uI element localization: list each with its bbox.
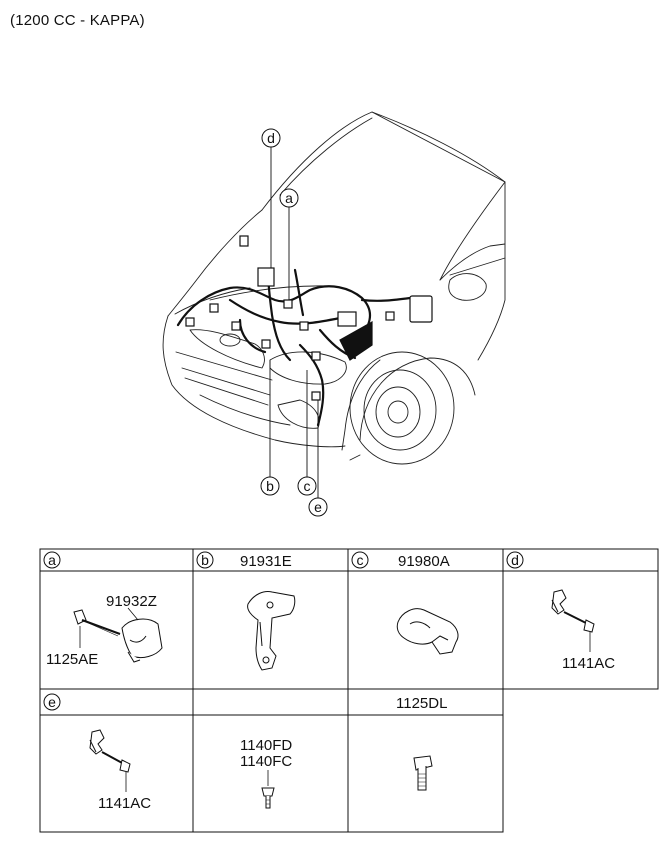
svg-text:b: b — [266, 478, 274, 494]
part-number-1140fd: 1140FD — [240, 737, 292, 754]
svg-text:e: e — [314, 499, 322, 515]
part-number-1125ae: 1125AE — [46, 651, 98, 668]
harness-components — [185, 235, 433, 401]
callout-c: c — [297, 476, 317, 496]
cell-d-header: d — [506, 551, 524, 569]
part-number-c: 91980A — [398, 553, 450, 570]
svg-text:c: c — [357, 552, 364, 568]
clip-bolt-e — [89, 729, 131, 773]
callout-leaders — [269, 147, 319, 498]
svg-text:d: d — [511, 552, 519, 568]
page-title: (1200 CC - KAPPA) — [10, 12, 145, 29]
svg-text:e: e — [48, 694, 56, 710]
svg-text:a: a — [48, 552, 56, 568]
svg-text:a: a — [285, 190, 293, 206]
clip-bolt-d — [551, 589, 595, 633]
svg-text:c: c — [304, 478, 311, 494]
part-number-1140fc: 1140FC — [240, 753, 292, 770]
callout-d: d — [261, 128, 281, 148]
bracket-91931e — [247, 591, 296, 671]
car-illustration — [162, 111, 506, 465]
bracket-91932z — [121, 618, 163, 663]
parts-table — [39, 548, 659, 833]
clip-91980a — [396, 608, 459, 655]
part-number-1141ac-d: 1141AC — [562, 655, 615, 672]
part-number-1141ac-e: 1141AC — [98, 795, 151, 812]
screw-1140fd — [261, 787, 275, 809]
cell-e-header: e — [43, 693, 61, 711]
part-number-91932z: 91932Z — [106, 593, 157, 610]
bolt-1125ae — [73, 609, 121, 637]
cell-b-header: b 91931E — [196, 551, 292, 570]
callout-b: b — [260, 476, 280, 496]
callout-e: e — [308, 497, 328, 517]
bolt-1125dl — [413, 755, 433, 791]
svg-text:b: b — [201, 552, 209, 568]
part-number-1125dl: 1125DL — [396, 695, 447, 712]
leader-91932z — [127, 607, 139, 621]
svg-text:d: d — [267, 130, 275, 146]
cell-a-header: a — [43, 551, 61, 569]
callout-a: a — [279, 188, 299, 208]
part-number-b: 91931E — [240, 553, 292, 570]
cell-c-header: c 91980A — [351, 551, 450, 570]
